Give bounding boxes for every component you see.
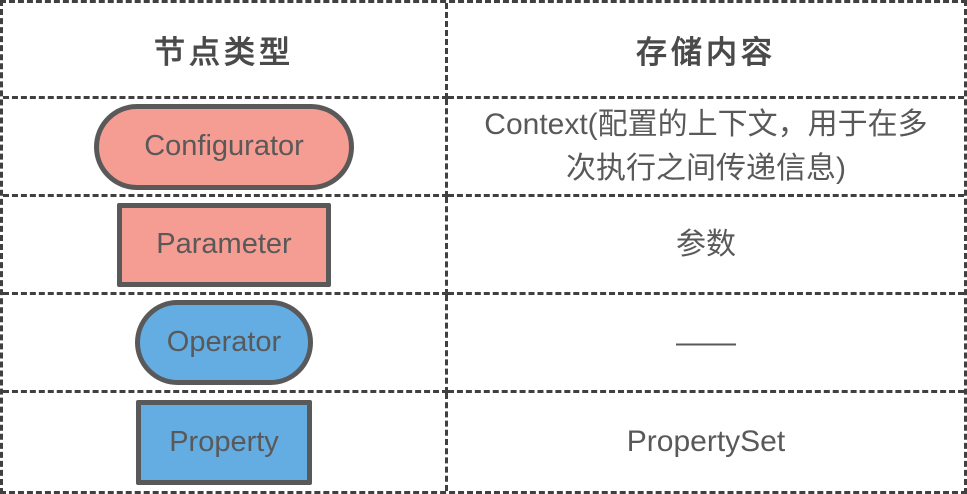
configurator-node-shape: Configurator [94, 103, 354, 190]
property-node-label: Property [169, 425, 279, 458]
parameter-node-shape: Parameter [117, 202, 331, 287]
property-storage-text: PropertySet [626, 425, 786, 459]
table-row-operator-content-cell: —— [448, 295, 964, 393]
operator-node-label: Operator [166, 326, 282, 358]
property-node-shape: Property [136, 399, 312, 485]
parameter-node-label: Parameter [156, 228, 292, 260]
table-row-property-content-cell: PropertySet [448, 393, 964, 491]
header-cell-storage-content: 存储内容 [448, 3, 964, 99]
configurator-storage-text: Context(配置的上下文，用于在多次执行之间传递信息) [484, 108, 928, 185]
table-row-configurator-shape-cell: Configurator [3, 99, 448, 197]
column-header-node-type: 节点类型 [154, 35, 294, 70]
column-header-storage-content: 存储内容 [636, 35, 776, 70]
configurator-node-label: Configurator [144, 130, 304, 162]
operator-storage-text: —— [676, 325, 736, 359]
header-cell-node-type: 节点类型 [3, 3, 448, 99]
table-row-parameter-shape-cell: Parameter [3, 197, 448, 295]
table-row-operator-shape-cell: Operator [3, 295, 448, 393]
table-row-property-shape-cell: Property [3, 393, 448, 491]
table-row-configurator-content-cell: Context(配置的上下文，用于在多次执行之间传递信息) [448, 99, 964, 197]
table-row-parameter-content-cell: 参数 [448, 197, 964, 295]
parameter-storage-text: 参数 [676, 227, 736, 261]
operator-node-shape: Operator [135, 300, 313, 385]
